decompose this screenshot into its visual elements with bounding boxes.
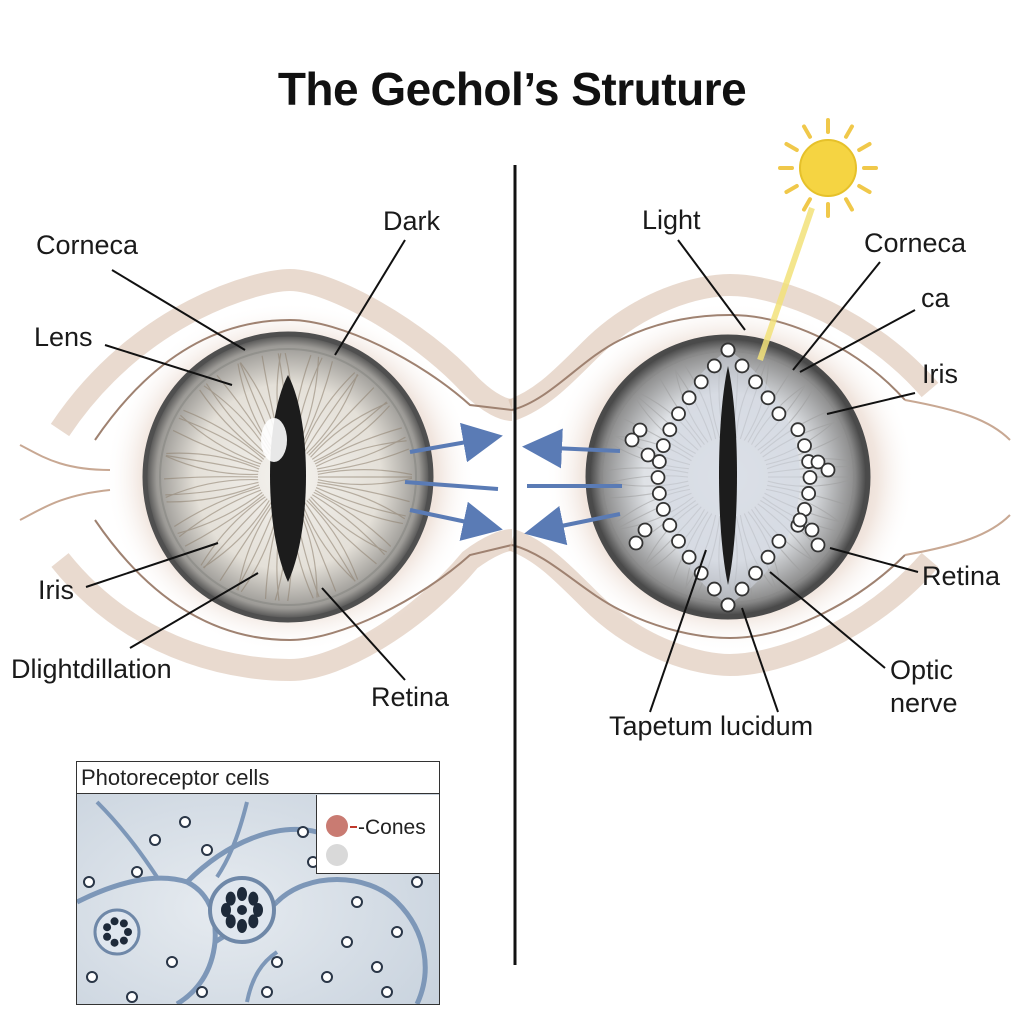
arrow-left-mid — [404, 480, 499, 491]
diagram-title: The Gechol’s Struture — [277, 63, 747, 115]
inset-title: Photoreceptor cells — [77, 762, 439, 794]
legend-cones-swatch — [326, 815, 348, 837]
label-right-optic-nerve: Optic nerve — [890, 655, 958, 718]
label-left-dlightdillation: Dlightdillation — [11, 654, 172, 684]
sun-icon — [778, 118, 878, 218]
arrow-left-top — [409, 422, 503, 463]
right-eye — [508, 118, 1011, 677]
label-right-tapetum-lucidum: Tapetum lucidum — [609, 711, 814, 741]
legend-second-swatch — [326, 844, 348, 866]
label-right-retina: Retina — [922, 561, 1001, 591]
label-right-corneca: Corneca — [864, 228, 967, 258]
label-left-lens: Lens — [34, 322, 93, 352]
label-left-dark: Dark — [383, 206, 441, 236]
leader-lines-right — [649, 239, 919, 713]
inset-legend: -Cones — [316, 795, 439, 874]
arrow-right-top — [522, 428, 621, 469]
legend-dash — [350, 826, 357, 828]
label-left-retina: Retina — [371, 682, 450, 712]
label-left-corneca: Corneca — [36, 230, 139, 260]
left-eye — [19, 268, 513, 682]
light-beam — [757, 207, 815, 361]
legend-cones-label: -Cones — [358, 816, 426, 839]
label-right-ca: ca — [921, 283, 950, 313]
label-left-iris: Iris — [38, 575, 74, 605]
label-right-iris: Iris — [922, 359, 958, 389]
leader-lines-left — [85, 239, 406, 681]
flow-arrows — [404, 422, 622, 546]
arrow-left-bottom — [409, 501, 503, 541]
label-right-light: Light — [642, 205, 701, 235]
arrow-right-bottom — [524, 505, 621, 546]
photoreceptor-inset: Photoreceptor cells -Cones — [76, 761, 440, 1005]
